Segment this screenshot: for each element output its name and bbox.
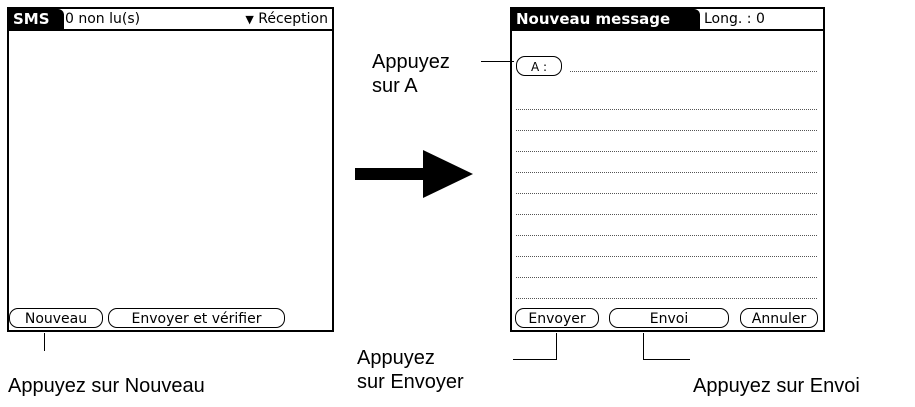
sms-inbox-screen: SMS 0 non lu(s) ▼ Réception Nouveau Envo… bbox=[7, 7, 334, 332]
message-line bbox=[516, 277, 817, 278]
message-line bbox=[516, 130, 817, 131]
new-button[interactable]: Nouveau bbox=[9, 308, 103, 328]
message-line bbox=[516, 235, 817, 236]
folder-label: Réception bbox=[258, 11, 328, 27]
send-button[interactable]: Envoyer bbox=[515, 308, 599, 328]
new-message-screen: Nouveau message Long. : 0 A : Envoyer En… bbox=[510, 7, 825, 332]
title-bar: Nouveau message Long. : 0 bbox=[512, 9, 823, 31]
callout-line-send-v bbox=[556, 333, 557, 359]
length-counter: Long. : 0 bbox=[704, 11, 765, 27]
caption-tap-send: Appuyez sur Envoyer bbox=[357, 347, 464, 393]
title-divider bbox=[512, 29, 823, 31]
triangle-down-icon: ▼ bbox=[245, 13, 254, 26]
message-line bbox=[516, 214, 817, 215]
callout-line-envoi-v bbox=[643, 333, 644, 359]
cancel-button[interactable]: Annuler bbox=[740, 308, 818, 328]
callout-line-send-h bbox=[513, 359, 557, 360]
message-line bbox=[516, 298, 817, 299]
message-line bbox=[516, 151, 817, 152]
right-arrow-icon bbox=[355, 150, 473, 198]
to-button[interactable]: A : bbox=[516, 56, 562, 76]
title-divider bbox=[9, 29, 332, 31]
send-mode-button[interactable]: Envoi bbox=[609, 308, 729, 328]
unread-count: 0 non lu(s) bbox=[65, 11, 141, 27]
message-line bbox=[516, 193, 817, 194]
folder-select[interactable]: ▼ Réception bbox=[245, 9, 328, 30]
callout-line-envoi-h bbox=[643, 359, 690, 360]
caption-tap-envoi: Appuyez sur Envoi bbox=[693, 375, 860, 397]
callout-line-a bbox=[481, 61, 514, 62]
app-title[interactable]: SMS bbox=[9, 9, 64, 29]
caption-tap-new: Appuyez sur Nouveau bbox=[8, 375, 205, 397]
message-line bbox=[516, 256, 817, 257]
message-line bbox=[516, 109, 817, 110]
message-line bbox=[516, 172, 817, 173]
to-field[interactable] bbox=[570, 71, 817, 72]
caption-tap-a: Appuyez sur A bbox=[372, 51, 450, 97]
form-title: Nouveau message bbox=[512, 9, 700, 29]
send-and-check-button[interactable]: Envoyer et vérifier bbox=[108, 308, 285, 328]
callout-line-new bbox=[44, 333, 45, 351]
title-bar: SMS 0 non lu(s) ▼ Réception bbox=[9, 9, 332, 31]
